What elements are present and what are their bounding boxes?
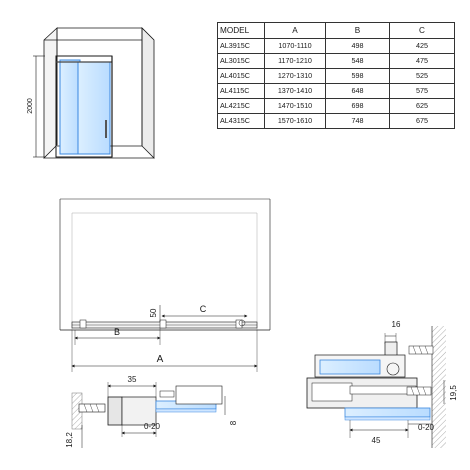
table-row: AL4115C 1370-1410 648 575: [217, 83, 455, 99]
lower-anchor: [406, 386, 432, 396]
isometric-shower-view: [33, 27, 155, 159]
b-label: B: [114, 327, 120, 337]
a-label: A: [157, 354, 164, 365]
top-16-label: 16: [392, 320, 401, 329]
sliding-glass-door: [77, 61, 111, 155]
table-row: AL3015C 1170-1210 548 475: [217, 53, 455, 69]
wall-profile: [107, 396, 123, 426]
door-handle: [105, 120, 107, 138]
upper-anchor: [408, 345, 434, 355]
fixed-glass-panel: [59, 59, 81, 155]
back-wall-top: [57, 27, 155, 41]
fixed-glass-section: [344, 407, 431, 418]
left-wall: [43, 27, 58, 159]
right-wall-hatch: [432, 326, 446, 448]
c-cell: 675: [389, 113, 455, 129]
door-glass-section: [319, 359, 381, 375]
c-label: C: [200, 304, 207, 314]
right-section-detail: [306, 326, 446, 448]
height-50-label: 50: [149, 308, 158, 317]
height-19-5-label: 19,5: [449, 385, 458, 401]
width-35-label: 35: [128, 375, 137, 384]
adjust-0-20-label: 0-20: [144, 422, 161, 431]
right-wall: [141, 27, 155, 159]
model-cell: AL4315C: [217, 113, 265, 129]
offset-18-2-label: 18,2: [65, 432, 74, 448]
right-gasket-profile: [175, 385, 223, 405]
front-elevation-view: [59, 198, 271, 372]
height-label: 2000: [27, 98, 34, 114]
c-cell: 625: [389, 98, 455, 114]
model-dimension-table: MODEL A B C AL3915C 1070-1110 498 425 AL…: [217, 22, 455, 129]
width-45-label: 45: [372, 436, 381, 445]
right-adjust-0-20-label: 0-20: [418, 423, 435, 432]
left-section-detail: [71, 382, 226, 448]
glass-8-label: 8: [229, 420, 238, 425]
table-row: AL4315C 1570-1610 748 675: [217, 113, 455, 129]
table-header-row: MODEL A B C: [217, 22, 455, 39]
adjustment-profile: [121, 396, 157, 426]
table-row: AL4215C 1470-1510 698 625: [217, 98, 455, 114]
wall-anchor: [78, 403, 106, 413]
